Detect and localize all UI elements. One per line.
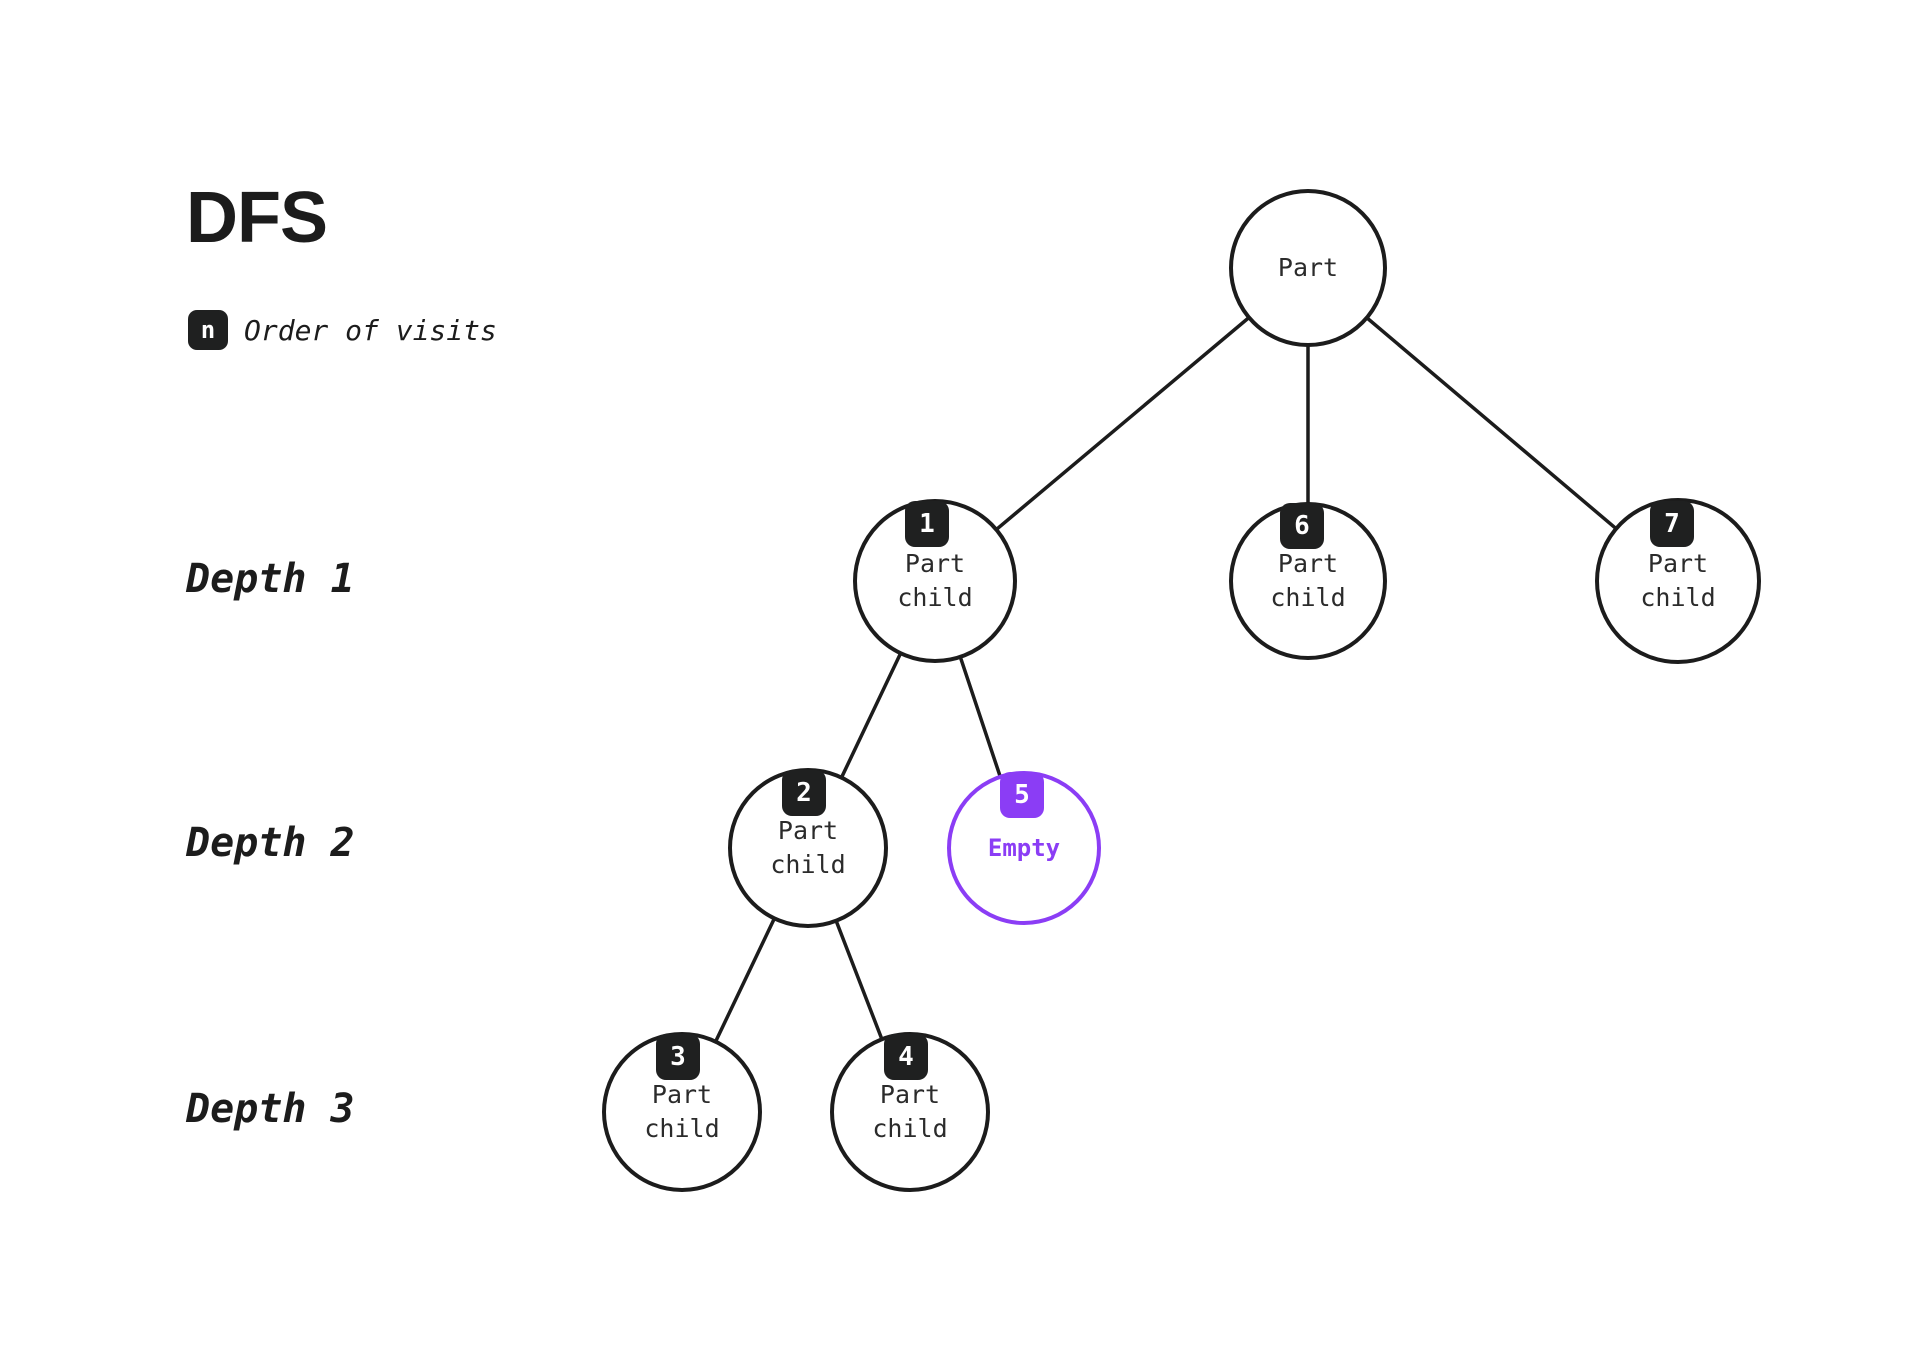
node-label-line: Empty [987, 833, 1061, 862]
tree-edge-n1-to-n2 [839, 651, 903, 780]
visit-order-badge-7: 7 [1650, 501, 1694, 547]
visit-order-badge-4: 4 [884, 1034, 928, 1080]
depth-label-3: Depth 3 [186, 1086, 355, 1132]
node-label-line: Part [777, 816, 839, 846]
node-label-line: Part [879, 1080, 941, 1110]
depth-label-2: Depth 2 [186, 820, 355, 866]
node-label-line: Part [1277, 253, 1339, 283]
visit-order-badge-3: 3 [656, 1034, 700, 1080]
tree-edge-root-to-n7 [1365, 315, 1618, 531]
visit-order-badge-2: 2 [782, 770, 826, 816]
node-label-line: child [770, 850, 846, 879]
node-label-line: Part [1277, 549, 1339, 579]
node-label-line: child [644, 1114, 720, 1143]
node-label-line: child [1270, 583, 1346, 612]
depth-label-1: Depth 1 [186, 556, 355, 602]
visit-order-badge-6: 6 [1280, 503, 1324, 549]
node-label-line: child [897, 583, 973, 612]
node-label-line: Part [651, 1080, 713, 1110]
tree-edge-n2-to-n3 [713, 916, 777, 1044]
legend-order-badge: n [188, 310, 228, 350]
node-label-line: Part [904, 549, 966, 579]
legend-description: Order of visits [244, 313, 497, 347]
tree-edge-n2-to-n4 [834, 919, 884, 1041]
visit-order-badge-5: 5 [1000, 772, 1044, 818]
node-label-line: child [1640, 583, 1716, 612]
node-label-line: child [872, 1114, 948, 1143]
node-label-line: Part [1647, 549, 1709, 579]
legend: n Order of visits [188, 310, 497, 350]
visit-order-badge-1: 1 [905, 501, 949, 547]
page-title: DFS [186, 178, 328, 258]
tree-node-root[interactable]: Part [1229, 189, 1387, 347]
tree-edge-n1-to-n5 [958, 655, 1003, 779]
tree-edge-root-to-n1 [994, 315, 1251, 532]
